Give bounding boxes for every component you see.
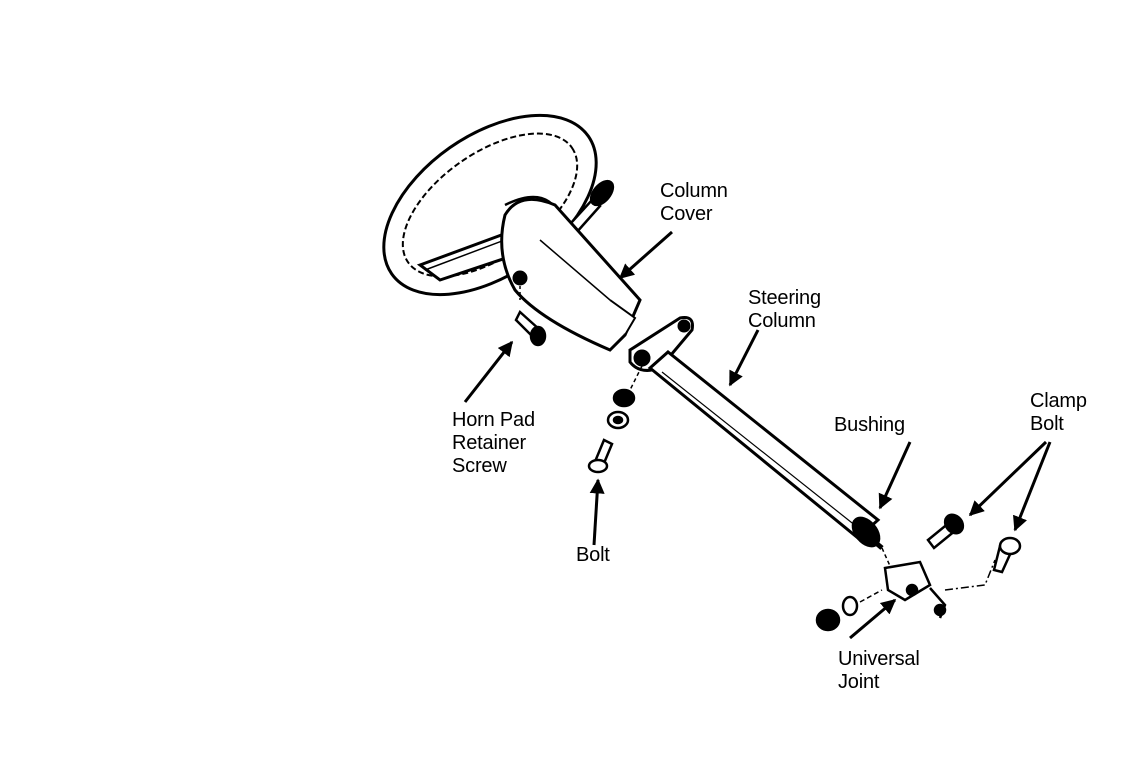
arrow-bolt — [589, 478, 605, 546]
arrow-steering-column — [728, 329, 760, 387]
arrow-clamp-bolt-1 — [968, 440, 1048, 517]
bushing-part — [851, 516, 884, 550]
arrow-horn-pad-screw — [463, 340, 514, 403]
label-bolt: Bolt — [576, 544, 610, 566]
universal-joint-part — [815, 547, 996, 632]
label-clamp-bolt: Clamp Bolt — [1030, 390, 1087, 435]
column-cover — [500, 197, 642, 352]
bolt-part — [587, 365, 643, 474]
label-horn-pad-retainer-screw: Horn Pad Retainer Screw — [452, 409, 535, 477]
arrow-clamp-bolt-2 — [1013, 441, 1052, 532]
clamp-bolt-part — [926, 513, 1022, 574]
column-bracket — [628, 316, 694, 372]
label-column-cover: Column Cover — [660, 180, 728, 225]
label-universal-joint: Universal Joint — [838, 648, 920, 693]
callout-arrows — [463, 230, 1052, 640]
label-bushing: Bushing — [834, 414, 905, 436]
arrow-column-cover — [618, 230, 673, 280]
arrow-bushing — [878, 441, 912, 510]
horn-pad-screw-part — [514, 286, 547, 347]
arrow-universal-joint — [849, 598, 897, 640]
steering-column-tube — [647, 350, 881, 540]
label-steering-column: Steering Column — [748, 287, 821, 332]
